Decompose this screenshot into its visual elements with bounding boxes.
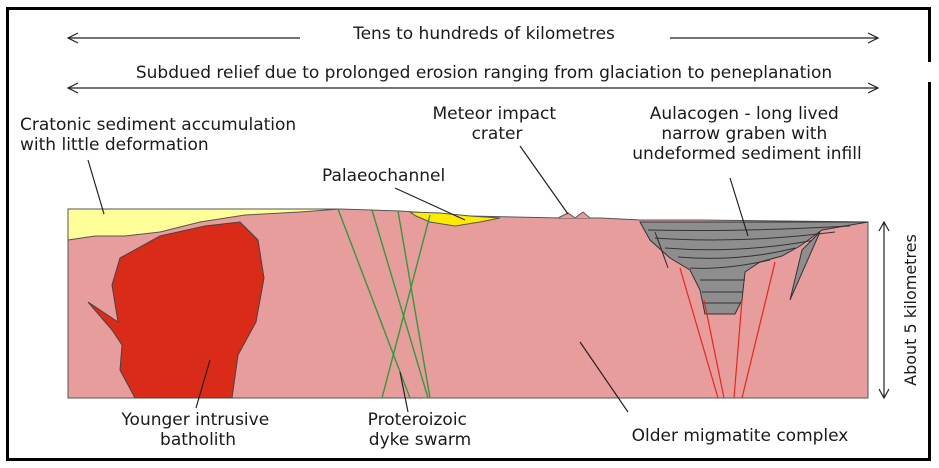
aulacogen-label: Aulacogen - long lived narrow graben wit…: [632, 104, 861, 164]
dyke-swarm-label: Proteroizoic dyke swarm: [368, 410, 473, 450]
palaeochannel-label: Palaeochannel: [322, 166, 445, 186]
migmatite-label: Older migmatite complex: [632, 426, 849, 446]
horizontal-scale-label: Tens to hundreds of kilometres: [352, 24, 615, 44]
relief-note: Subdued relief due to prolonged erosion …: [136, 63, 832, 83]
vertical-scale-label: About 5 kilometres: [901, 234, 920, 386]
